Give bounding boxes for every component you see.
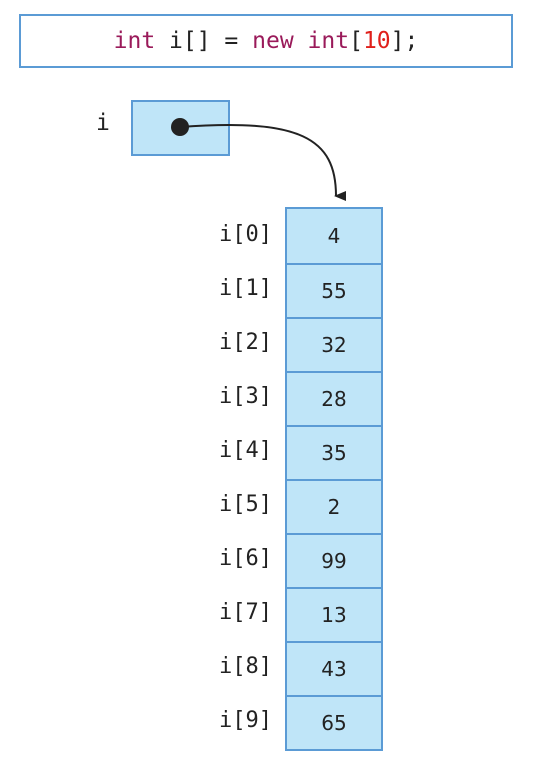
array-cell: 32 bbox=[287, 317, 381, 371]
code-declaration: int i[] = new int[10]; bbox=[19, 14, 513, 68]
array-cell: 4 bbox=[327, 224, 341, 248]
code-close-bracket: ]; bbox=[390, 28, 419, 54]
array-cell: 35 bbox=[287, 425, 381, 479]
array-index-label: i[1] bbox=[219, 275, 272, 301]
array-index-label: i[6] bbox=[219, 545, 272, 571]
code-keyword-new: new bbox=[252, 28, 294, 54]
array-cell: 55 bbox=[287, 263, 381, 317]
code-declarator: i[] = bbox=[155, 28, 253, 54]
array-index-label: i[2] bbox=[219, 329, 272, 355]
array-cell: 28 bbox=[287, 371, 381, 425]
array-index-label: i[7] bbox=[219, 599, 272, 625]
array-cell: 65 bbox=[287, 695, 381, 749]
variable-name-label: i bbox=[96, 110, 110, 136]
array-index-label: i[9] bbox=[219, 707, 272, 733]
code-array-size: 10 bbox=[362, 28, 391, 54]
code-keyword-int: int bbox=[113, 28, 156, 54]
reference-arrow-path bbox=[179, 123, 347, 201]
array-cell: 99 bbox=[287, 533, 381, 587]
array-index-label: i[0] bbox=[219, 221, 272, 247]
array-index-label: i[5] bbox=[219, 491, 272, 517]
array-index-label: i[3] bbox=[219, 383, 272, 409]
array-cell: 2 bbox=[287, 479, 381, 533]
array-cell: 13 bbox=[287, 587, 381, 641]
array-index-label: i[4] bbox=[219, 437, 272, 463]
index-labels: i[0] i[1] i[2] i[3] i[4] i[5] i[6] i[7] i[8] i[9] bbox=[200, 207, 272, 747]
array-cell: 43 bbox=[287, 641, 381, 695]
code-open-bracket: [ bbox=[349, 28, 363, 54]
code-keyword-int-2: int bbox=[307, 28, 350, 54]
array-index-label: i[8] bbox=[219, 653, 272, 679]
